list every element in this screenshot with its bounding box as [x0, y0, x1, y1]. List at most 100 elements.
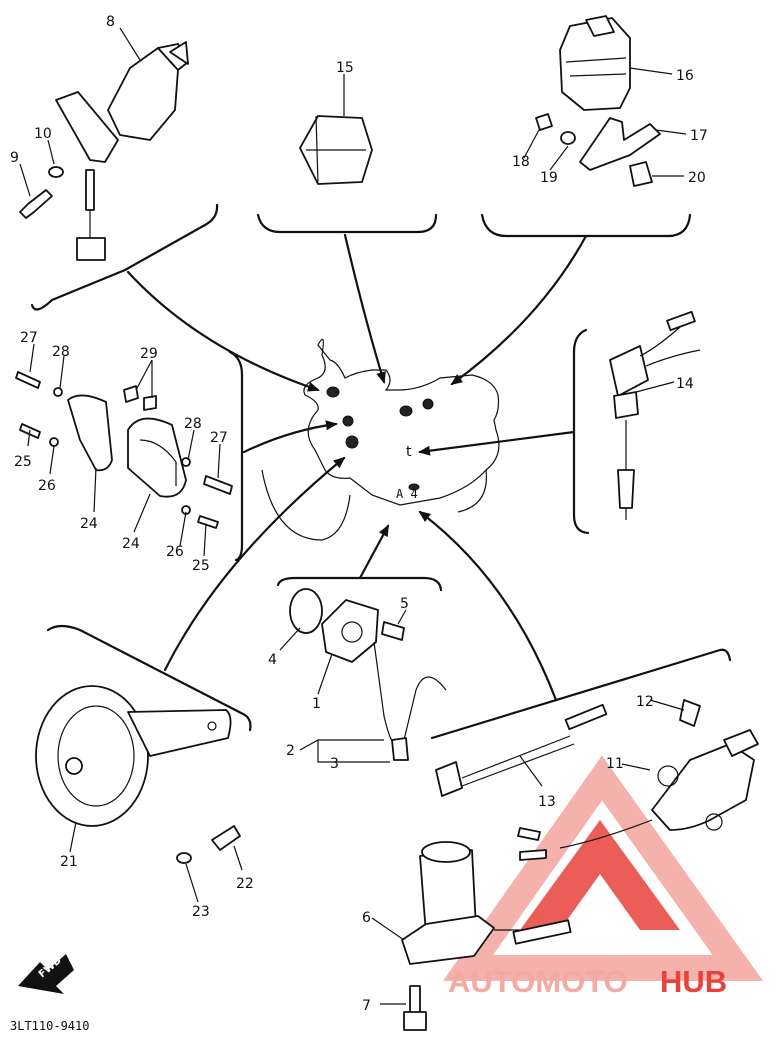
bolt-18-part [535, 113, 553, 131]
label-part-26a: 26 [38, 478, 56, 494]
washer-10-part [48, 166, 64, 178]
reflector-right-24-part [127, 417, 187, 498]
frame-hole-5 [422, 398, 434, 410]
forward-direction-icon: FWD [18, 954, 74, 994]
diagram-code: 3LT110-9410 [10, 1019, 89, 1033]
watermark-text-hub: HUB [660, 964, 727, 999]
bracket-horn-group [46, 624, 252, 732]
watermark-text-automoto: AUTOMOTO [448, 964, 628, 999]
bracket-ignition-group [30, 203, 219, 311]
horn-21-part [35, 685, 232, 827]
bolt-12-part [679, 699, 701, 727]
label-part-24b: 24 [122, 536, 140, 552]
label-part-23: 23 [192, 904, 210, 920]
watermark-triangle [442, 755, 764, 981]
label-part-20: 20 [688, 170, 706, 186]
bracket-relay-group [256, 213, 438, 234]
arrow-cdi [450, 234, 588, 386]
arrow-temp-sensor [418, 430, 576, 456]
label-part-7: 7 [362, 998, 371, 1014]
bolt-22-part [211, 825, 241, 851]
label-part-11: 11 [606, 756, 624, 772]
label-part-21: 21 [60, 854, 78, 870]
bolt-7-part [409, 985, 421, 1015]
cdi-unit-16-part [559, 15, 631, 111]
arrow-horn [163, 456, 346, 672]
central-frame-outline: t A 4 [261, 338, 500, 541]
frame-hole-3 [345, 435, 359, 449]
label-part-19: 19 [540, 170, 558, 186]
label-part-27a: 27 [20, 330, 38, 346]
label-part-28a: 28 [52, 344, 70, 360]
arrow-wire [418, 510, 558, 702]
label-part-13: 13 [538, 794, 556, 810]
relay-15-part [299, 115, 373, 185]
label-part-29: 29 [140, 346, 158, 362]
part-number-labels: 8 10 9 15 16 17 18 19 20 27 28 29 25 26 … [10, 14, 708, 1014]
label-part-28b: 28 [184, 416, 202, 432]
lead-wire-3-part [373, 641, 447, 761]
label-part-8: 8 [106, 14, 115, 30]
harness-13-part [435, 703, 608, 797]
label-part-24a: 24 [80, 516, 98, 532]
washer-28-part [53, 387, 63, 397]
label-part-14: 14 [676, 376, 694, 392]
label-part-18: 18 [512, 154, 530, 170]
frame-mark-t: t [406, 444, 412, 460]
label-part-6: 6 [362, 910, 371, 926]
label-part-4: 4 [268, 652, 277, 668]
sensor-14-part [609, 310, 701, 520]
arrow-relay [343, 233, 386, 384]
label-part-27b: 27 [210, 430, 228, 446]
label-part-2: 2 [286, 743, 295, 759]
switch-1-part [321, 599, 379, 663]
label-part-9: 9 [10, 150, 19, 166]
washer-26-part [49, 437, 59, 447]
frame-body-outline [303, 338, 500, 506]
bracket-17-part [579, 117, 661, 171]
arrow-ignition [126, 270, 320, 392]
bracket-cdi-group [480, 213, 692, 238]
screw-27b-part [203, 475, 233, 495]
o-ring-4-part [289, 588, 323, 634]
reflector-left-24-part [67, 394, 113, 472]
bracket-wire-group [430, 648, 732, 740]
watermark-g-shape [520, 820, 680, 930]
bracket-switch-group [276, 576, 443, 592]
label-part-25a: 25 [14, 454, 32, 470]
nut-29a-part [123, 385, 139, 403]
leader-lines [19, 27, 687, 1005]
ignition-switch-part [55, 41, 189, 261]
label-part-26b: 26 [166, 544, 184, 560]
damper-20-part [629, 161, 653, 187]
arrow-switch [358, 524, 390, 580]
washer-19-part [560, 131, 576, 145]
label-part-10: 10 [34, 126, 52, 142]
label-part-1: 1 [312, 696, 321, 712]
frame-hole-4 [399, 405, 413, 417]
switch-11-part [517, 729, 759, 861]
bolt-9-part [19, 189, 53, 219]
label-part-5: 5 [400, 596, 409, 612]
solenoid-6-part [401, 841, 572, 965]
watermark-logo: AUTOMOTO HUB [442, 755, 764, 999]
arrow-reflector [242, 420, 338, 454]
label-part-3: 3 [330, 756, 339, 772]
frame-hole-2 [342, 415, 354, 427]
mounting-arrows [126, 233, 588, 702]
bracket-reflector-group [228, 350, 244, 562]
washer-23-part [176, 852, 192, 864]
screw-27-part [15, 371, 41, 389]
label-part-12: 12 [636, 694, 654, 710]
frame-hole-1 [326, 386, 340, 398]
screw-25b-part [197, 515, 219, 529]
label-part-15: 15 [336, 60, 354, 76]
label-part-22: 22 [236, 876, 254, 892]
frame-lower-curve [261, 469, 351, 541]
label-part-25b: 25 [192, 558, 210, 574]
washer-28b-part [181, 457, 191, 467]
bracket-temp-sensor-group [572, 328, 590, 535]
bolt-7-head [403, 1011, 427, 1031]
screw-5-part [381, 621, 405, 641]
